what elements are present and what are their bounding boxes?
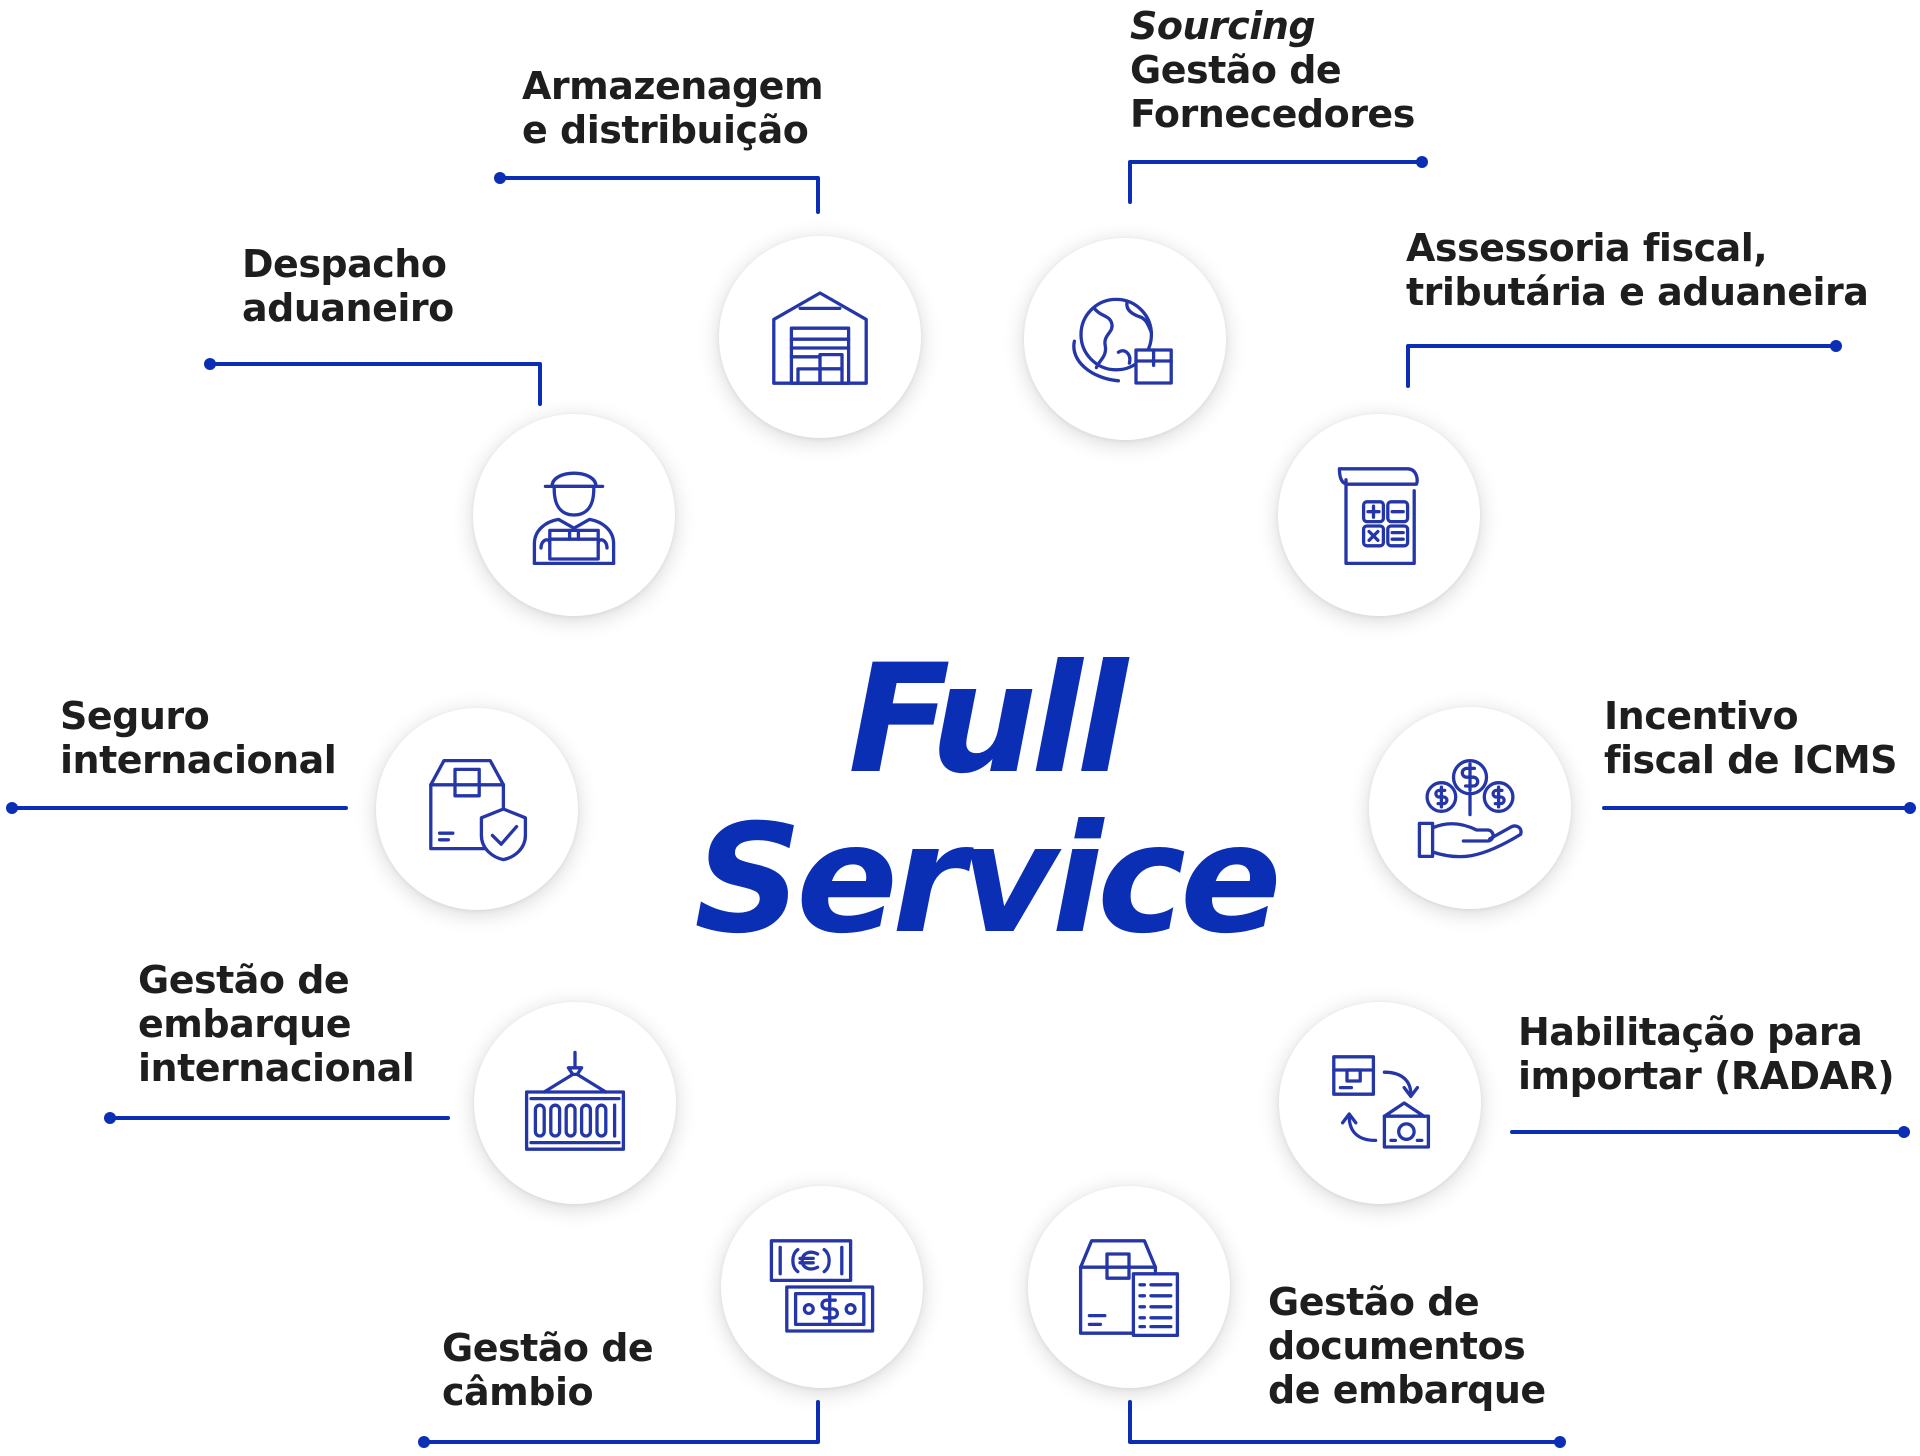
circle-assessoria (1278, 414, 1480, 616)
coins-hand-icon (1417, 759, 1523, 859)
connector-seguro (6, 802, 348, 814)
circle-armazenagem (719, 236, 921, 438)
circle-sourcing (1024, 238, 1226, 440)
globe-package-icon (1072, 297, 1173, 385)
warehouse-icon (772, 291, 868, 385)
connector-despacho (204, 358, 542, 406)
label-seguro: Seguro internacional (60, 694, 337, 782)
calculator-icon (1337, 467, 1419, 566)
circle-seguro (376, 708, 578, 910)
label-cambio: Gestão de câmbio (442, 1326, 654, 1414)
center-title-line1: Full (848, 633, 1128, 807)
label-armazenagem: Armazenagem e distribuição (522, 64, 824, 152)
label-embarque: Gestão de embarque internacional (138, 958, 415, 1090)
connector-radar (1510, 1126, 1910, 1138)
connector-armazenagem (494, 172, 820, 214)
connector-cambio (418, 1400, 820, 1448)
container-icon (524, 1050, 626, 1151)
connector-incentivo (1602, 802, 1916, 814)
circle-documentos (1028, 1186, 1230, 1388)
circle-cambio (721, 1186, 923, 1388)
label-sourcing: Sourcing Gestão de Fornecedores (1130, 4, 1415, 136)
label-assessoria: Assessoria fiscal, tributária e aduaneir… (1406, 226, 1869, 314)
circle-radar (1279, 1002, 1481, 1204)
exchange-package-icon (1332, 1055, 1431, 1149)
circle-despacho (473, 414, 675, 616)
package-document-icon (1078, 1239, 1180, 1338)
center-title: Full Service (660, 640, 1310, 960)
connector-assessoria (1406, 340, 1842, 388)
connector-documentos (1128, 1400, 1566, 1448)
connector-embarque (104, 1112, 450, 1124)
package-shield-icon (429, 758, 528, 862)
label-documentos: Gestão de documentos de embarque (1268, 1280, 1546, 1412)
circle-incentivo (1369, 707, 1571, 909)
center-title-line2: Service (694, 793, 1282, 967)
connector-sourcing (1128, 156, 1428, 204)
delivery-person-icon (532, 471, 616, 566)
label-despacho: Despacho aduaneiro (242, 242, 454, 330)
currency-exchange-icon (769, 1239, 875, 1333)
label-radar: Habilitação para importar (RADAR) (1518, 1010, 1895, 1098)
label-incentivo: Incentivo fiscal de ICMS (1604, 694, 1898, 782)
circle-embarque (474, 1002, 676, 1204)
